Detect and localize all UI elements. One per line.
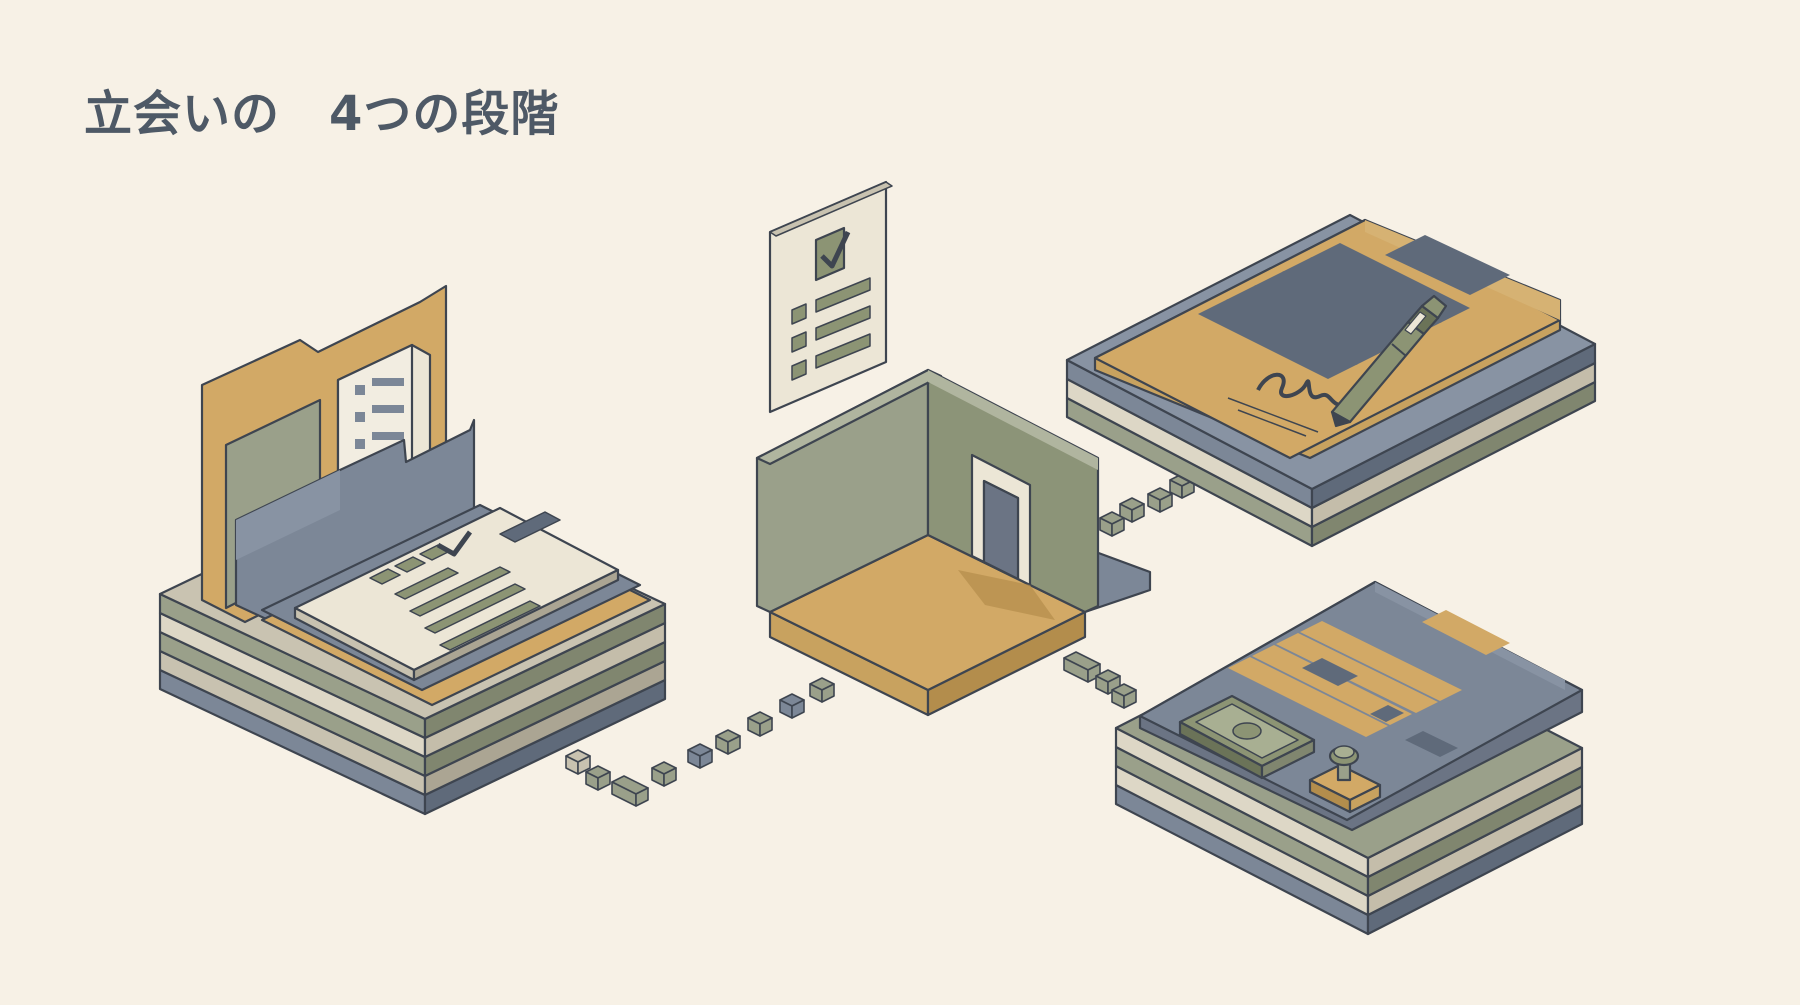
- path-connector-2: [1099, 473, 1195, 537]
- stage-settlement: [1114, 580, 1584, 936]
- door-icon: [970, 453, 1032, 587]
- signature-mark: [1256, 372, 1349, 408]
- path-connector-1: [565, 677, 835, 807]
- path-connector-3: [1063, 651, 1137, 709]
- inspection-checklist-icon: [768, 180, 893, 414]
- money-icon: [1178, 694, 1316, 780]
- stamp-icon: [1308, 745, 1382, 814]
- folder-front: [234, 418, 476, 632]
- checklist-sheet: [293, 506, 620, 682]
- pen-icon: [1330, 294, 1448, 428]
- stage-documents: [158, 284, 667, 816]
- layer-stack: [1065, 213, 1597, 548]
- page-title: 立会いの 4つの段階: [84, 86, 560, 142]
- stage-signing: [1065, 213, 1597, 548]
- contract-sheet: [1093, 218, 1562, 460]
- stage-inspection: [755, 180, 1152, 717]
